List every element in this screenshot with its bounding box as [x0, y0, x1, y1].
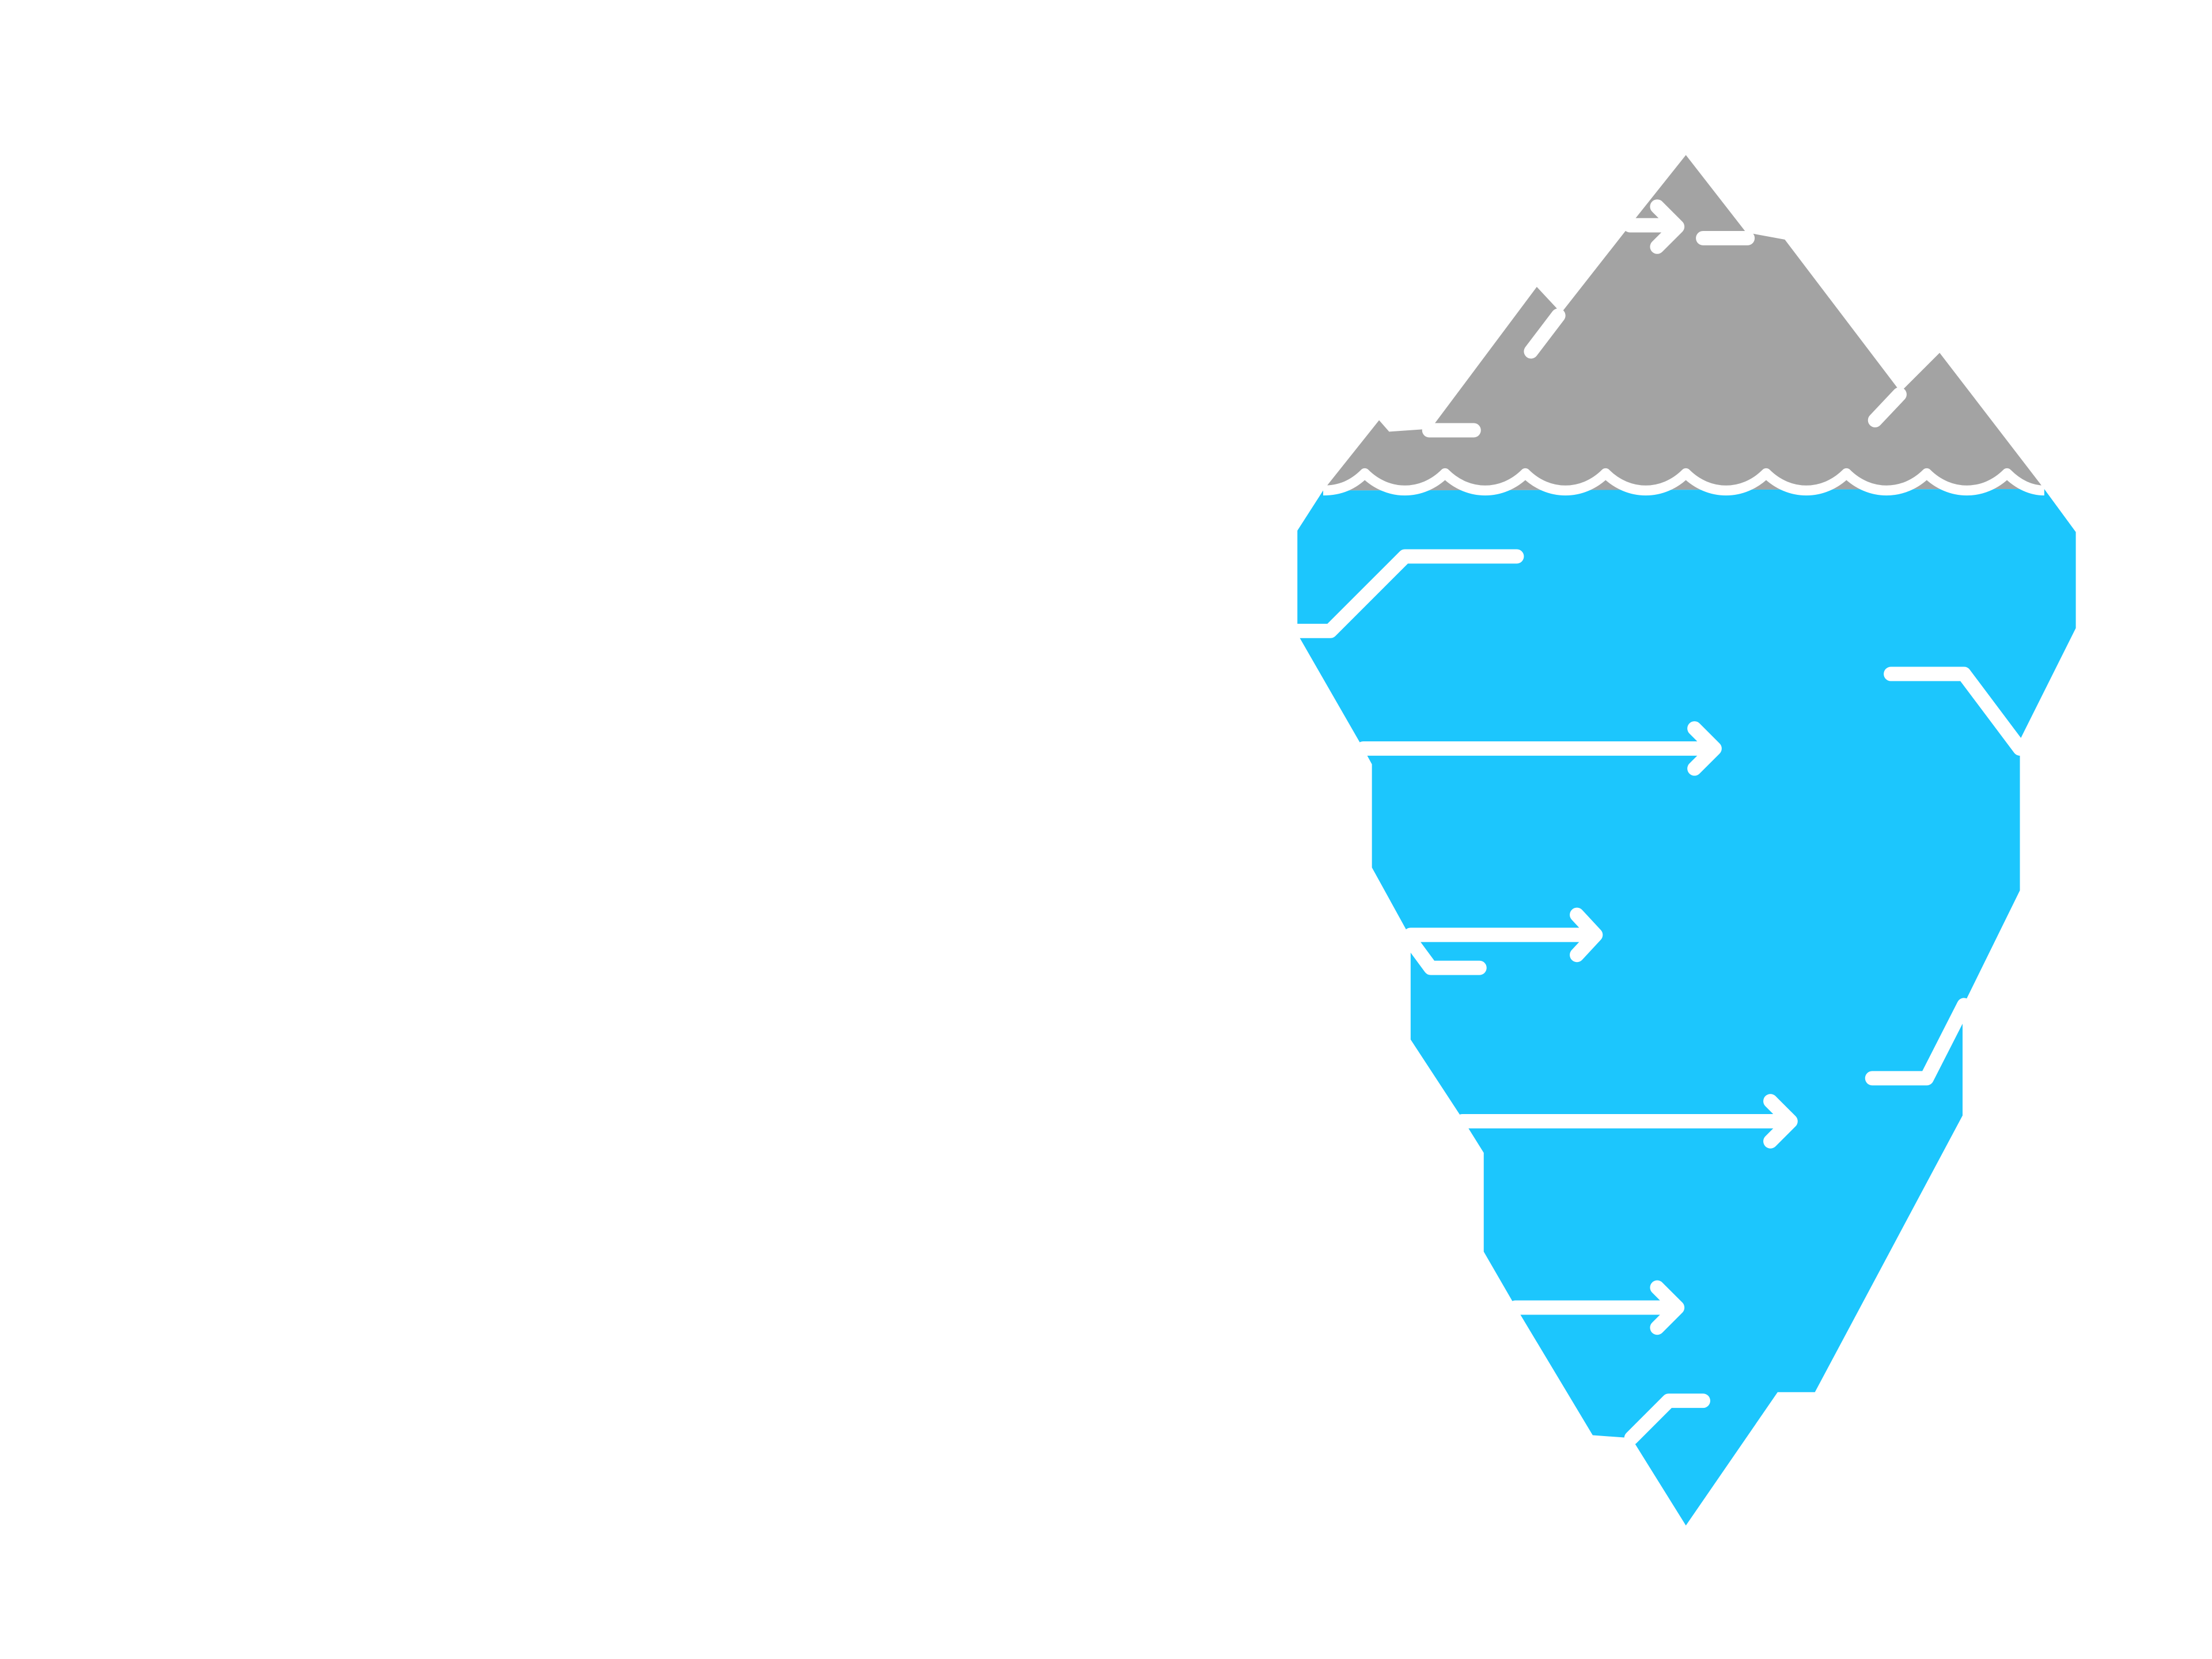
arrow-head-2 [1570, 907, 1603, 963]
arrow-head-1 [1687, 721, 1722, 776]
connector-below-2 [1884, 666, 2027, 756]
connector-below-5 [1624, 1393, 1710, 1445]
connector-below-3 [1403, 933, 1487, 975]
connector-below-4 [1865, 998, 1971, 1086]
waterline-wave [1323, 468, 2045, 496]
arrow-head-4 [1650, 1280, 1685, 1335]
arrow-head-3 [1763, 1094, 1798, 1149]
iceberg-above-water [1323, 155, 2044, 491]
connector-above-3 [1524, 308, 1566, 359]
connector-below-1 [1290, 549, 1524, 638]
connector-above-5 [1868, 387, 1907, 427]
arrow-head-above-1 [1650, 199, 1685, 254]
